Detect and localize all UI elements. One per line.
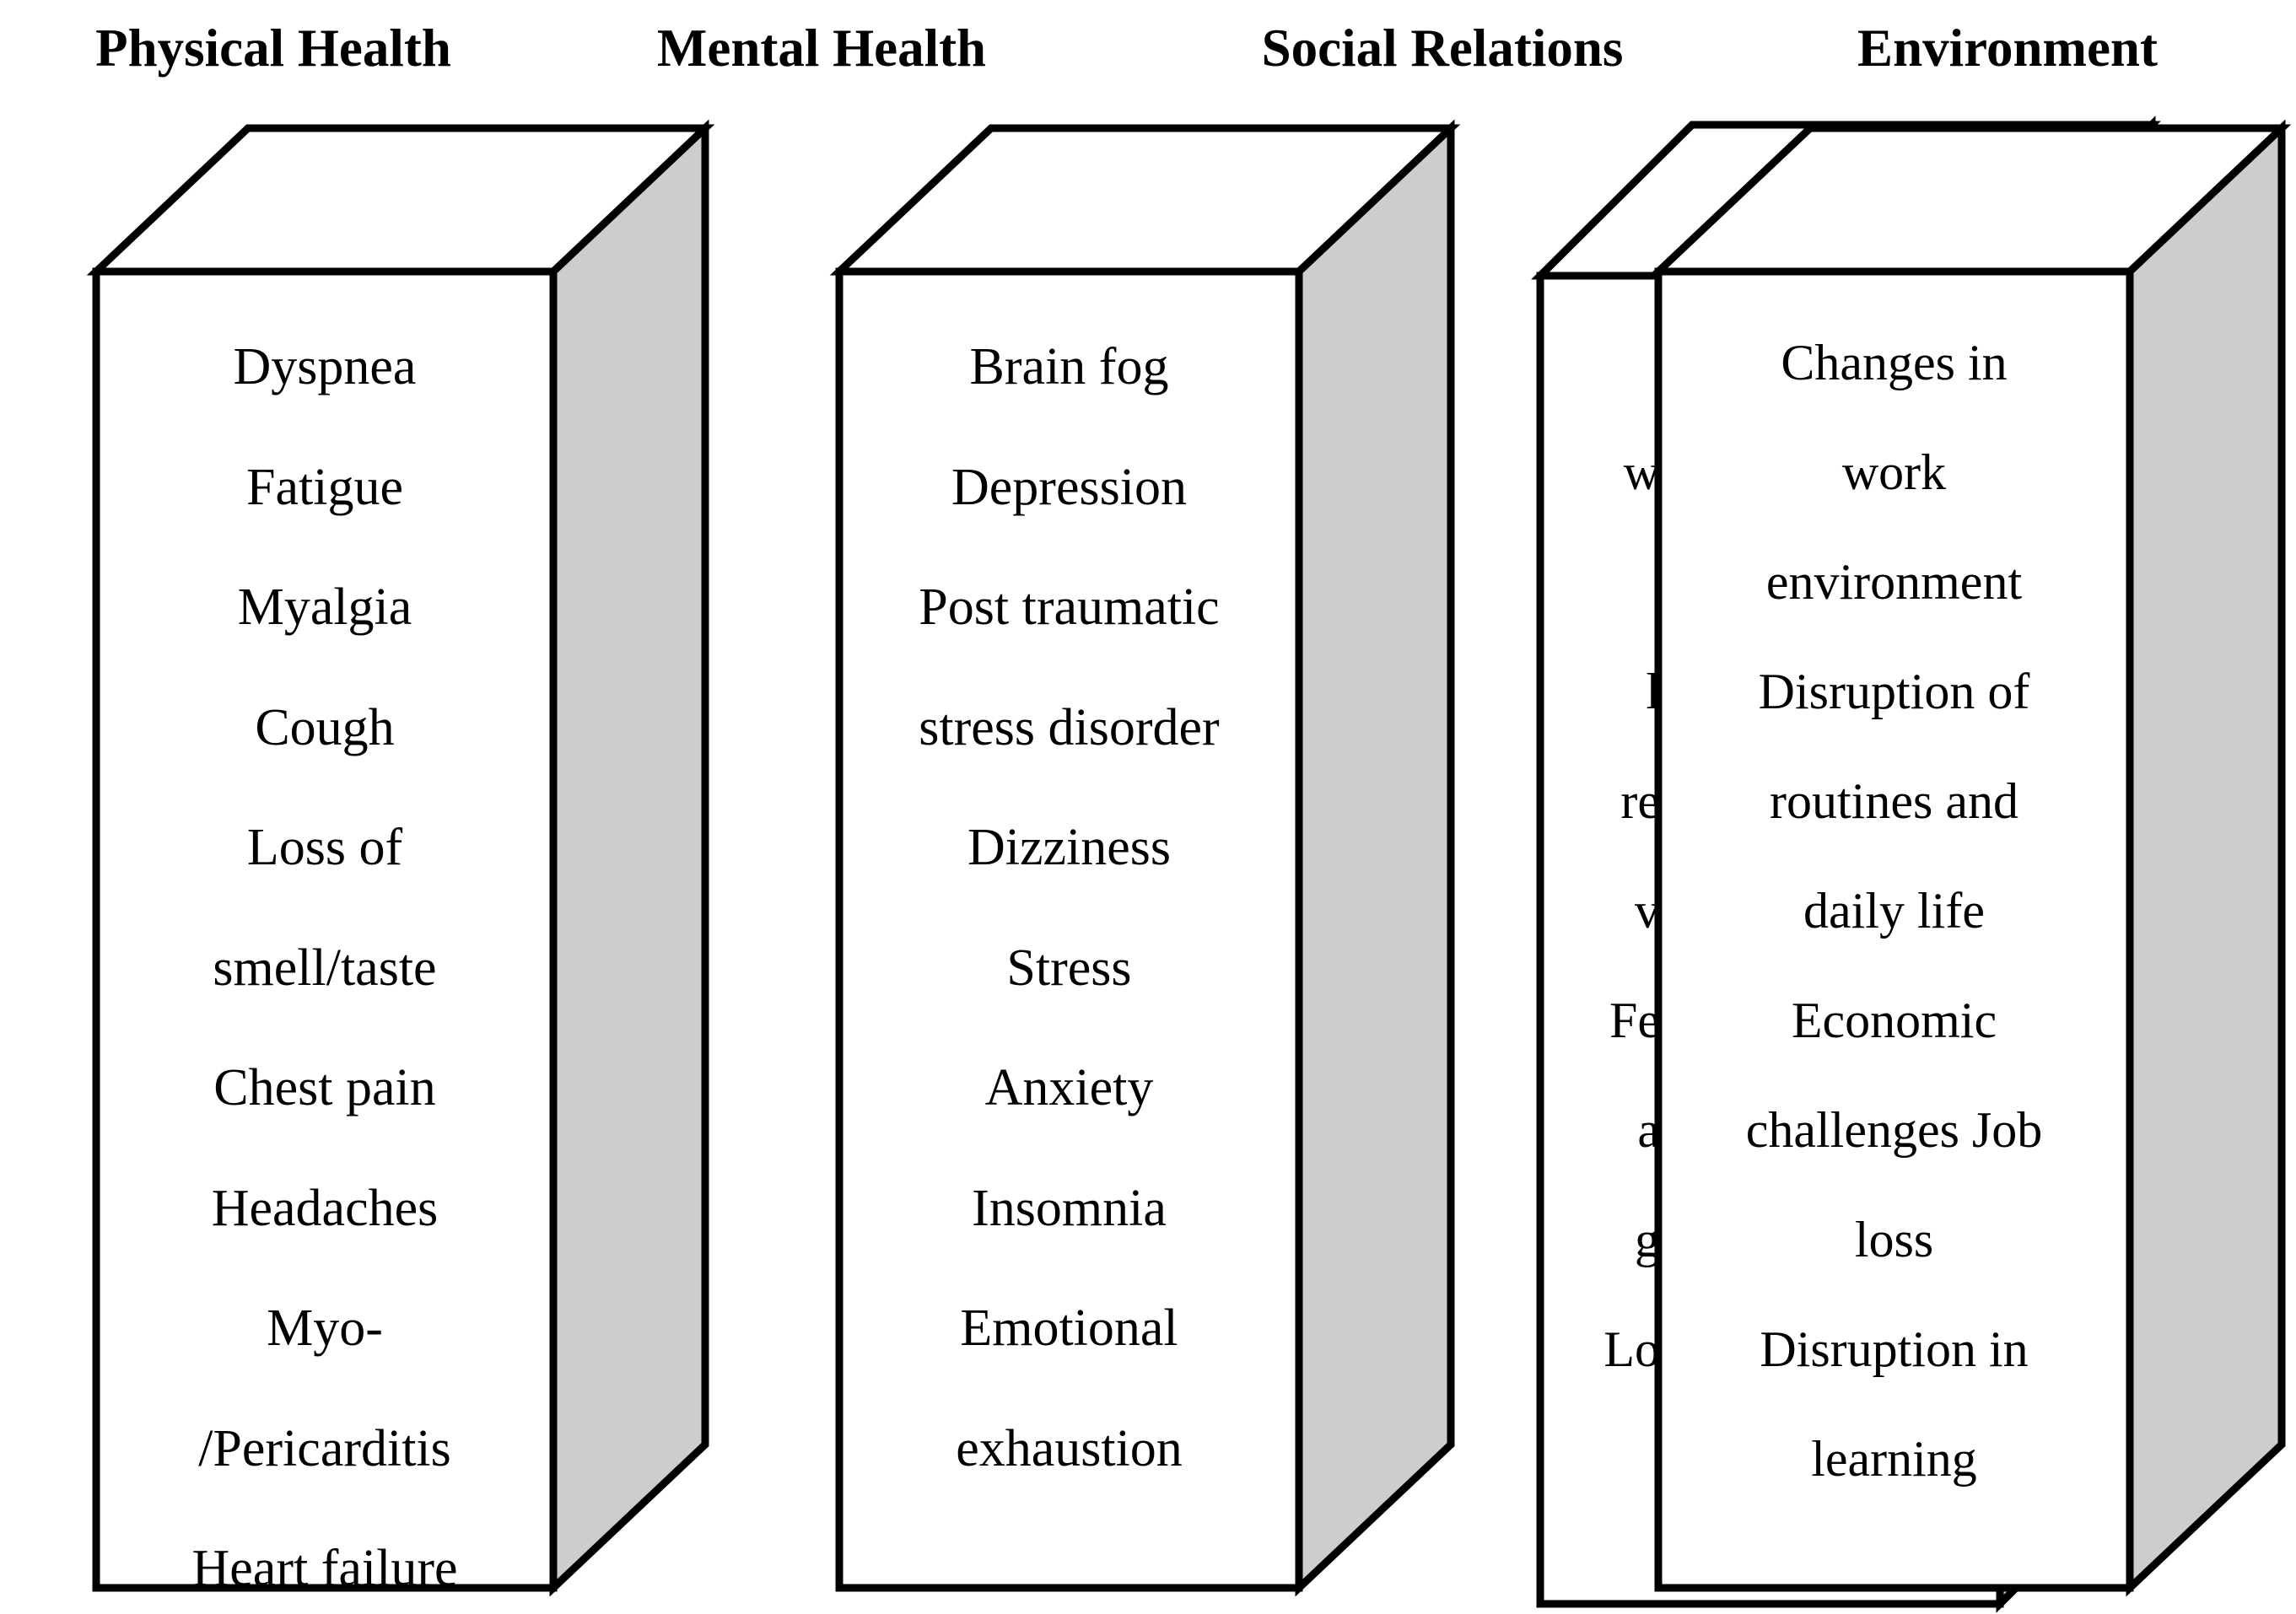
list-line: Heart failure [191,1540,458,1597]
box-front-face [835,267,1303,1592]
box-front-face [1654,267,2134,1592]
list-line: Lo [1603,1321,1660,1377]
column-title-social-relations: Social Relations [1261,19,1624,78]
list-line: Brain fog [969,338,1169,395]
box-mental-health [829,119,1461,1597]
list-line: Chest pain [213,1059,436,1116]
list-line: Anxiety [984,1059,1154,1116]
list-line: stress disorder [919,698,1220,756]
list-line: smell/taste [213,939,437,997]
list-line: Myalgia [237,578,412,636]
list-line: Loss of [246,819,403,876]
box-physical-health [86,119,715,1597]
list-line: Emotional [960,1299,1178,1357]
list-line: Depression [951,458,1187,516]
list-line: Post traumatic [919,578,1220,636]
list-line: Disruption of [1758,664,2030,719]
list-line: work [1841,444,1947,500]
list-line: Economic [1791,993,1997,1048]
list-line: Dyspnea [233,338,417,395]
list-line: Stress [1006,939,1132,997]
list-line: Insomnia [972,1179,1167,1237]
list-line: Headaches [211,1179,439,1237]
list-line: routines and [1770,773,2018,829]
list-line: Cough [255,698,395,756]
list-line: /Pericarditis [198,1419,451,1477]
box-side-face [2126,119,2286,1597]
column-title-environment: Environment [1857,19,2158,78]
list-line: Fe [1609,993,1660,1048]
list-line: learning [1811,1431,1977,1487]
list-line: daily life [1803,883,1985,939]
list-line: environment [1765,554,2023,610]
list-line: re [1620,773,1660,829]
list-line: Disruption in [1760,1321,2029,1377]
list-line: Fatigue [246,458,403,516]
list-line: Myo- [267,1299,383,1357]
list-line: Changes in [1781,335,2008,390]
column-title-physical-health: Physical Health [95,19,451,78]
list-line: challenges Job [1745,1102,2043,1158]
list-line: loss [1854,1212,1934,1267]
column-title-mental-health: Mental Health [656,19,987,78]
list-line: w [1623,444,1660,500]
box-front-face [92,267,558,1592]
list-line: exhaustion [956,1419,1183,1477]
list-line: Dizziness [967,819,1172,876]
box-environment [1648,119,2292,1597]
